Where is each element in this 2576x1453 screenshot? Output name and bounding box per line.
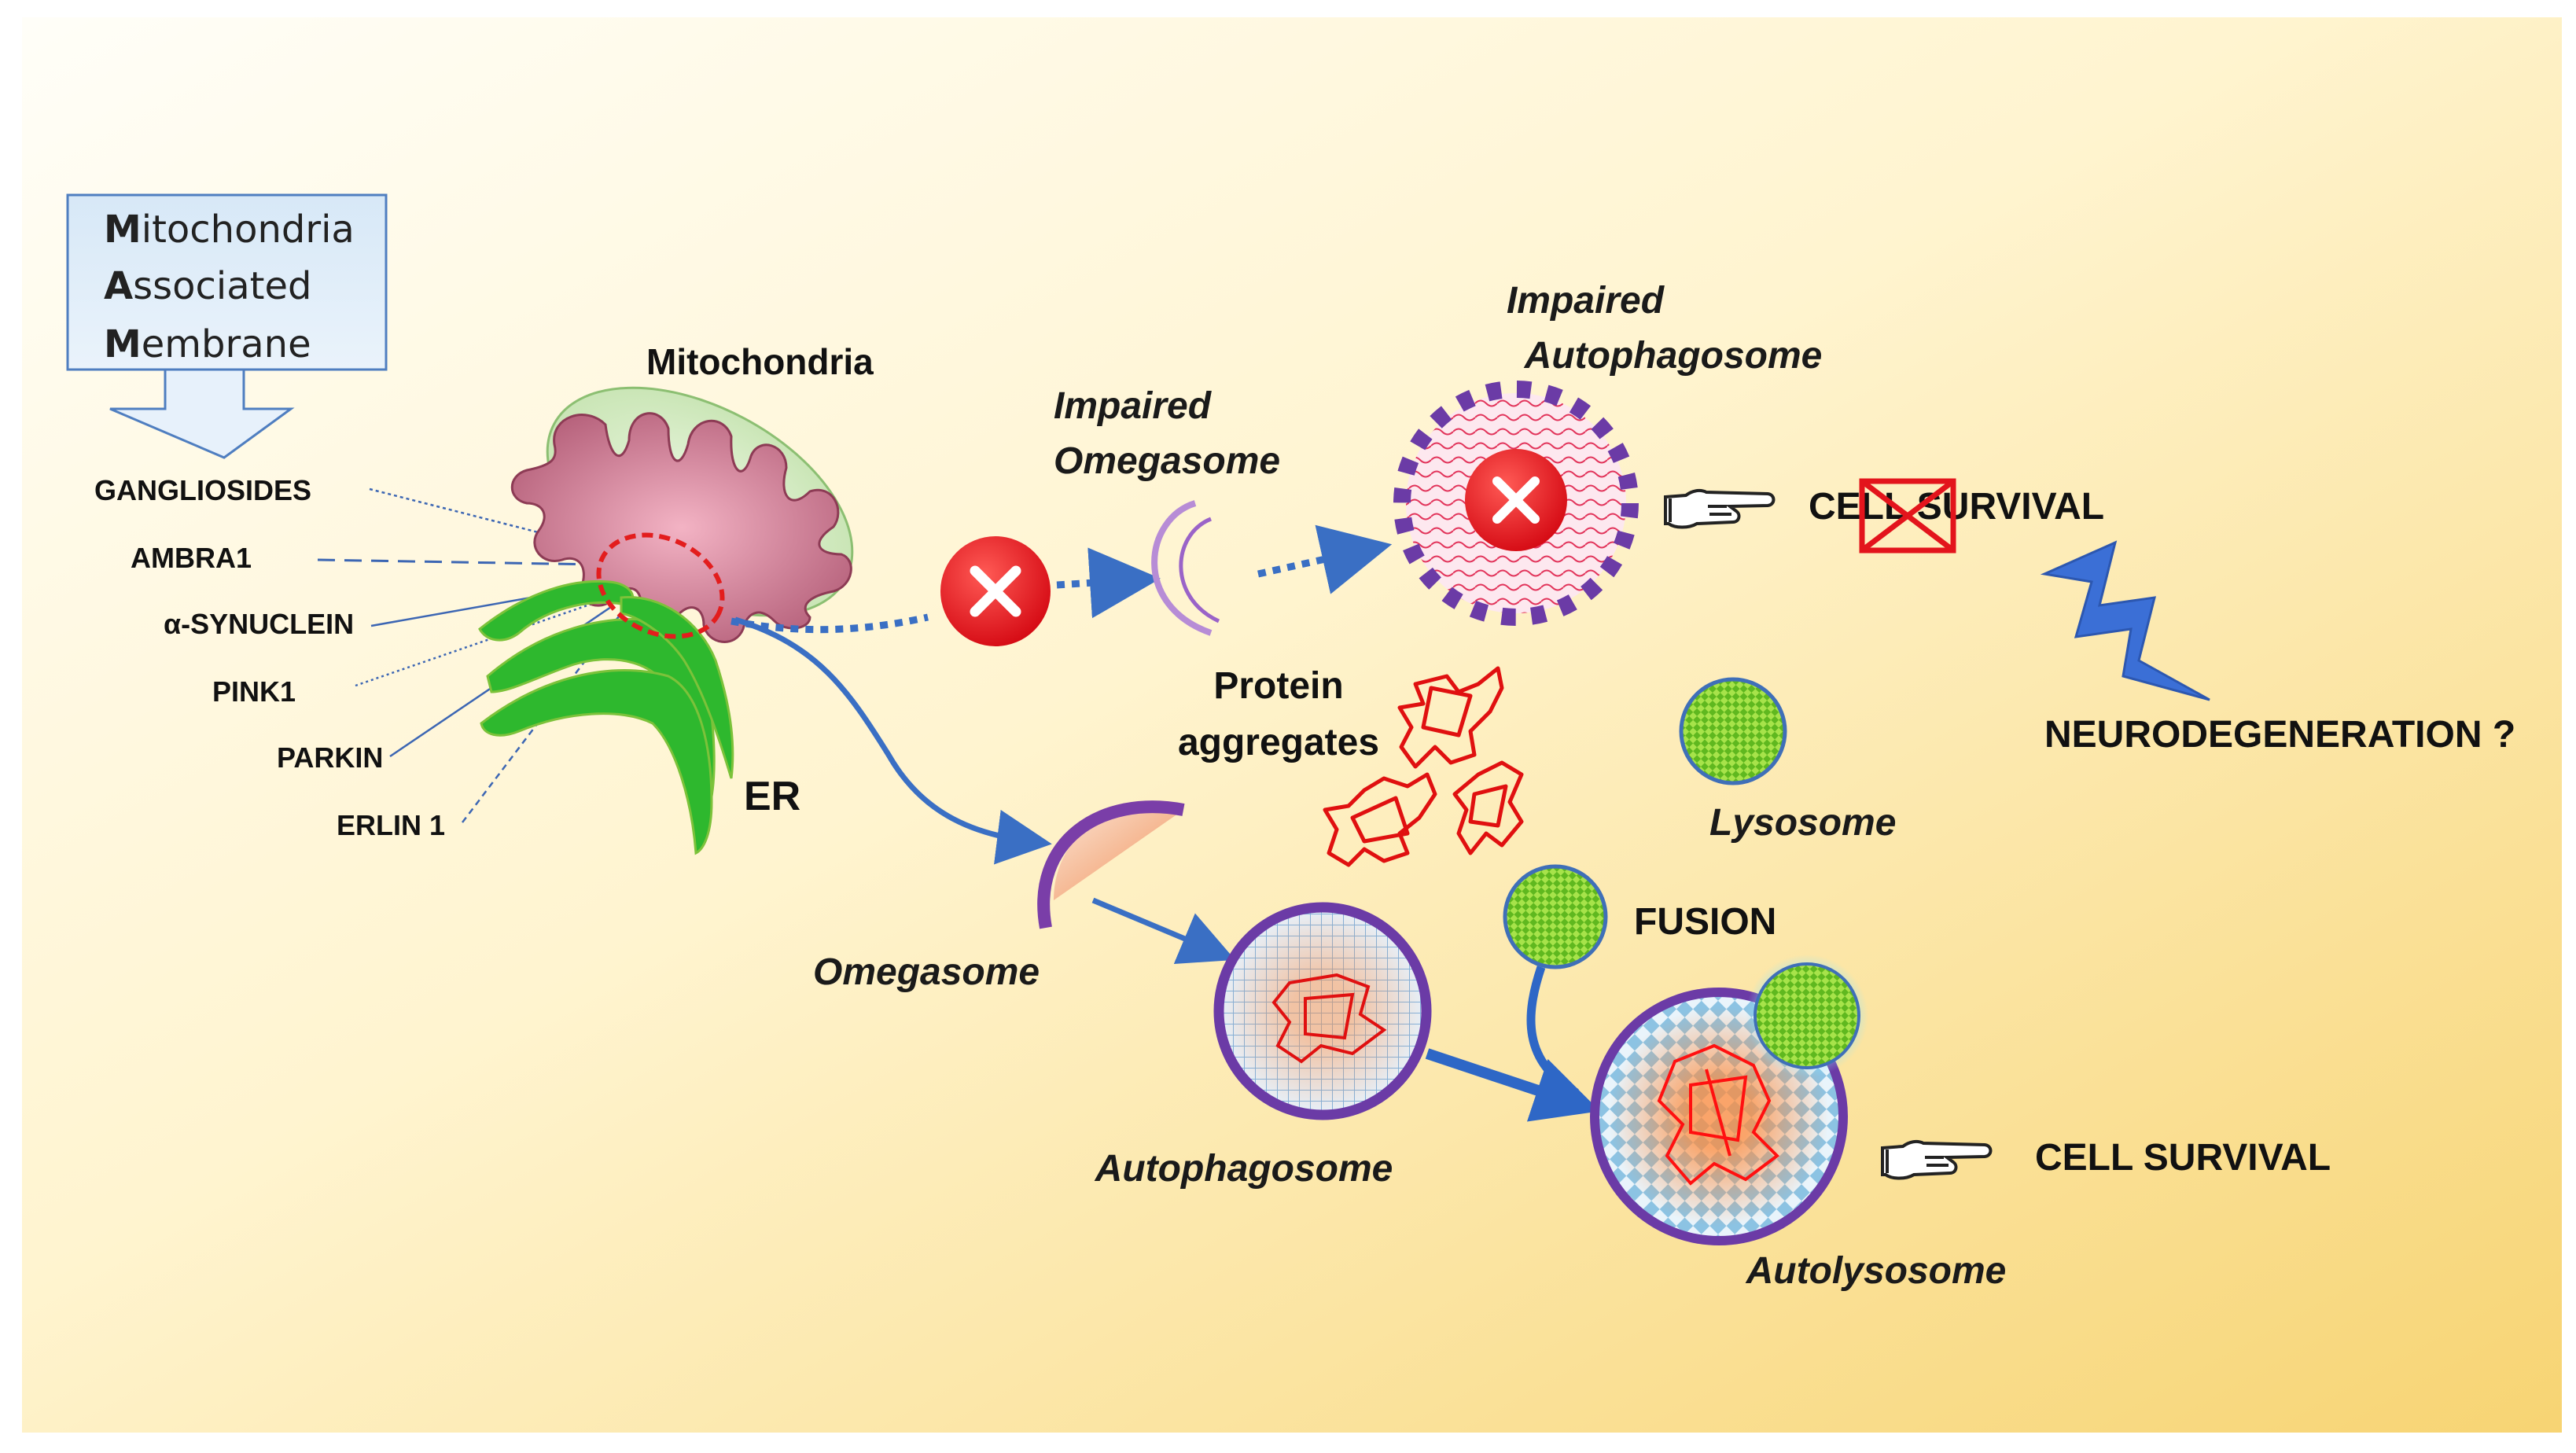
impaired-pathway-arrow-1 bbox=[730, 613, 929, 634]
neurodegeneration-label: NEURODEGENERATION ? bbox=[2044, 714, 2515, 756]
er-to-omegasome-arrow bbox=[734, 616, 1052, 865]
pointing-hand-icon bbox=[1881, 1139, 1993, 1180]
pointing-hand-icon bbox=[1664, 488, 1776, 529]
protein-aggregates-label-2: aggregates bbox=[1178, 722, 1379, 763]
lysosome-label: Lysosome bbox=[1709, 802, 1896, 844]
impaired-x-icon bbox=[1492, 476, 1540, 524]
impaired-omegasome-block bbox=[940, 536, 1051, 646]
endoplasmic-reticulum: ER bbox=[478, 579, 800, 855]
crossed-box-icon bbox=[1859, 478, 1956, 554]
autophagosome-label: Autophagosome bbox=[1095, 1148, 1393, 1190]
er-label: ER bbox=[744, 774, 800, 819]
impaired-x-icon bbox=[970, 565, 1021, 617]
autophagosome-to-autolysosome-arrow bbox=[1425, 1048, 1600, 1122]
autolysosome-label: Autolysosome bbox=[1746, 1250, 2007, 1292]
impaired-omegasome-label-1: Impaired bbox=[1054, 385, 1213, 427]
mam-callout: Mitochondria Associated Membrane bbox=[66, 193, 388, 459]
cell-survival-label: CELL SURVIVAL bbox=[2035, 1137, 2331, 1179]
protein-label-ambra1: AMBRA1 bbox=[131, 542, 252, 574]
impaired-autophagosome-label-1: Impaired bbox=[1507, 280, 1665, 322]
mam-line-1: Mitochondria bbox=[104, 208, 355, 252]
impaired-autophagosome-label-2: Autophagosome bbox=[1524, 335, 1823, 377]
protein-aggregates bbox=[1323, 666, 1524, 867]
mam-line-2: Associated bbox=[104, 264, 312, 308]
protein-label-pink1: PINK1 bbox=[212, 675, 296, 708]
lightning-bolt-icon bbox=[2040, 540, 2210, 701]
autophagosome bbox=[1213, 902, 1432, 1120]
protein-label-parkin: PARKIN bbox=[277, 741, 383, 774]
mitochondria-label: Mitochondria bbox=[646, 341, 874, 382]
impaired-pathway-arrow-3 bbox=[1257, 524, 1393, 594]
mam-contact-site bbox=[596, 532, 725, 639]
omegasome-label: Omegasome bbox=[813, 951, 1040, 993]
protein-aggregates-label-1: Protein bbox=[1213, 665, 1343, 707]
impaired-pathway-arrow-2 bbox=[1056, 547, 1161, 619]
omegasome bbox=[1037, 800, 1185, 929]
impaired-autophagosome bbox=[1393, 381, 1639, 626]
fusion-lysosome bbox=[1503, 864, 1608, 969]
protein-label-gangliosides: GANGLIOSIDES bbox=[94, 474, 311, 506]
cell-survival-blocked-label: CELL SURVIVAL bbox=[1809, 486, 2104, 528]
impaired-omegasome-label-2: Omegasome bbox=[1054, 440, 1280, 482]
mam-protein-list: GANGLIOSIDES AMBRA1 α-SYNUCLEIN PINK1 PA… bbox=[94, 474, 445, 841]
omegasome-to-autophagosome-arrow bbox=[1091, 897, 1235, 965]
impaired-omegasome bbox=[1151, 500, 1220, 636]
fusion-label: FUSION bbox=[1634, 901, 1776, 943]
protein-label-erlin1: ERLIN 1 bbox=[337, 809, 445, 841]
mam-box bbox=[66, 193, 388, 371]
mam-line-3: Membrane bbox=[104, 322, 311, 366]
autolysosome bbox=[1590, 955, 1868, 1245]
lysosome bbox=[1679, 677, 1787, 785]
protein-label-alpha-synuclein: α-SYNUCLEIN bbox=[164, 608, 354, 640]
background-panel bbox=[22, 17, 2562, 1433]
